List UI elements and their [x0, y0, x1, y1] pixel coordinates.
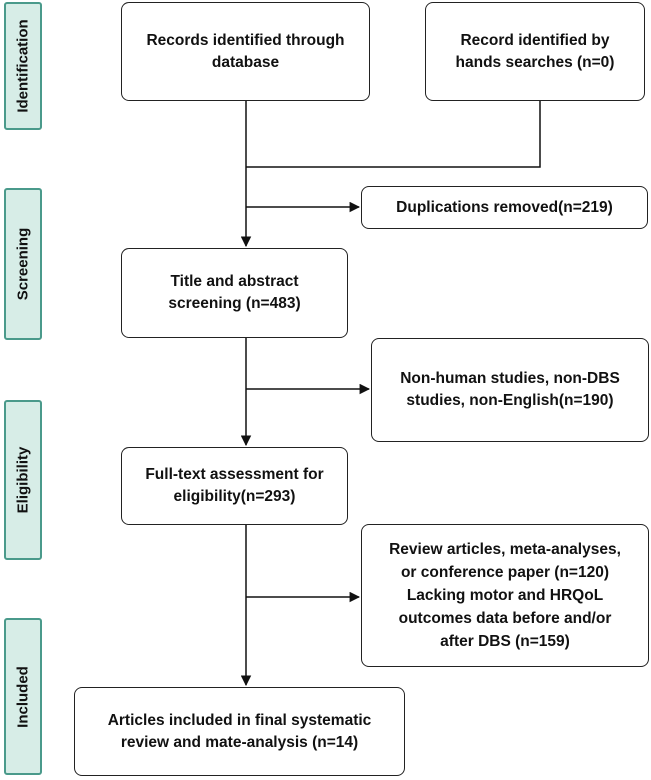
stage-screening: Screening: [4, 188, 42, 340]
box-hand-search-records: Record identified by hands searches (n=0…: [425, 2, 645, 101]
box-duplicates-removed: Duplications removed(n=219): [361, 186, 648, 229]
box-screening-exclusions: Non-human studies, non-DBS studies, non-…: [371, 338, 649, 442]
stage-included: Included: [4, 618, 42, 775]
box-full-text-exclusions: Review articles, meta-analyses, or confe…: [361, 524, 649, 667]
box-database-records: Records identified through database: [121, 2, 370, 101]
stage-identification: Identification: [4, 2, 42, 130]
stage-eligibility: Eligibility: [4, 400, 42, 560]
box-title-abstract-screening: Title and abstract screening (n=483): [121, 248, 348, 338]
box-full-text-assessment: Full-text assessment for eligibility(n=2…: [121, 447, 348, 525]
line-hand-search-merge: [246, 101, 541, 168]
box-included-studies: Articles included in final systematic re…: [74, 687, 405, 776]
